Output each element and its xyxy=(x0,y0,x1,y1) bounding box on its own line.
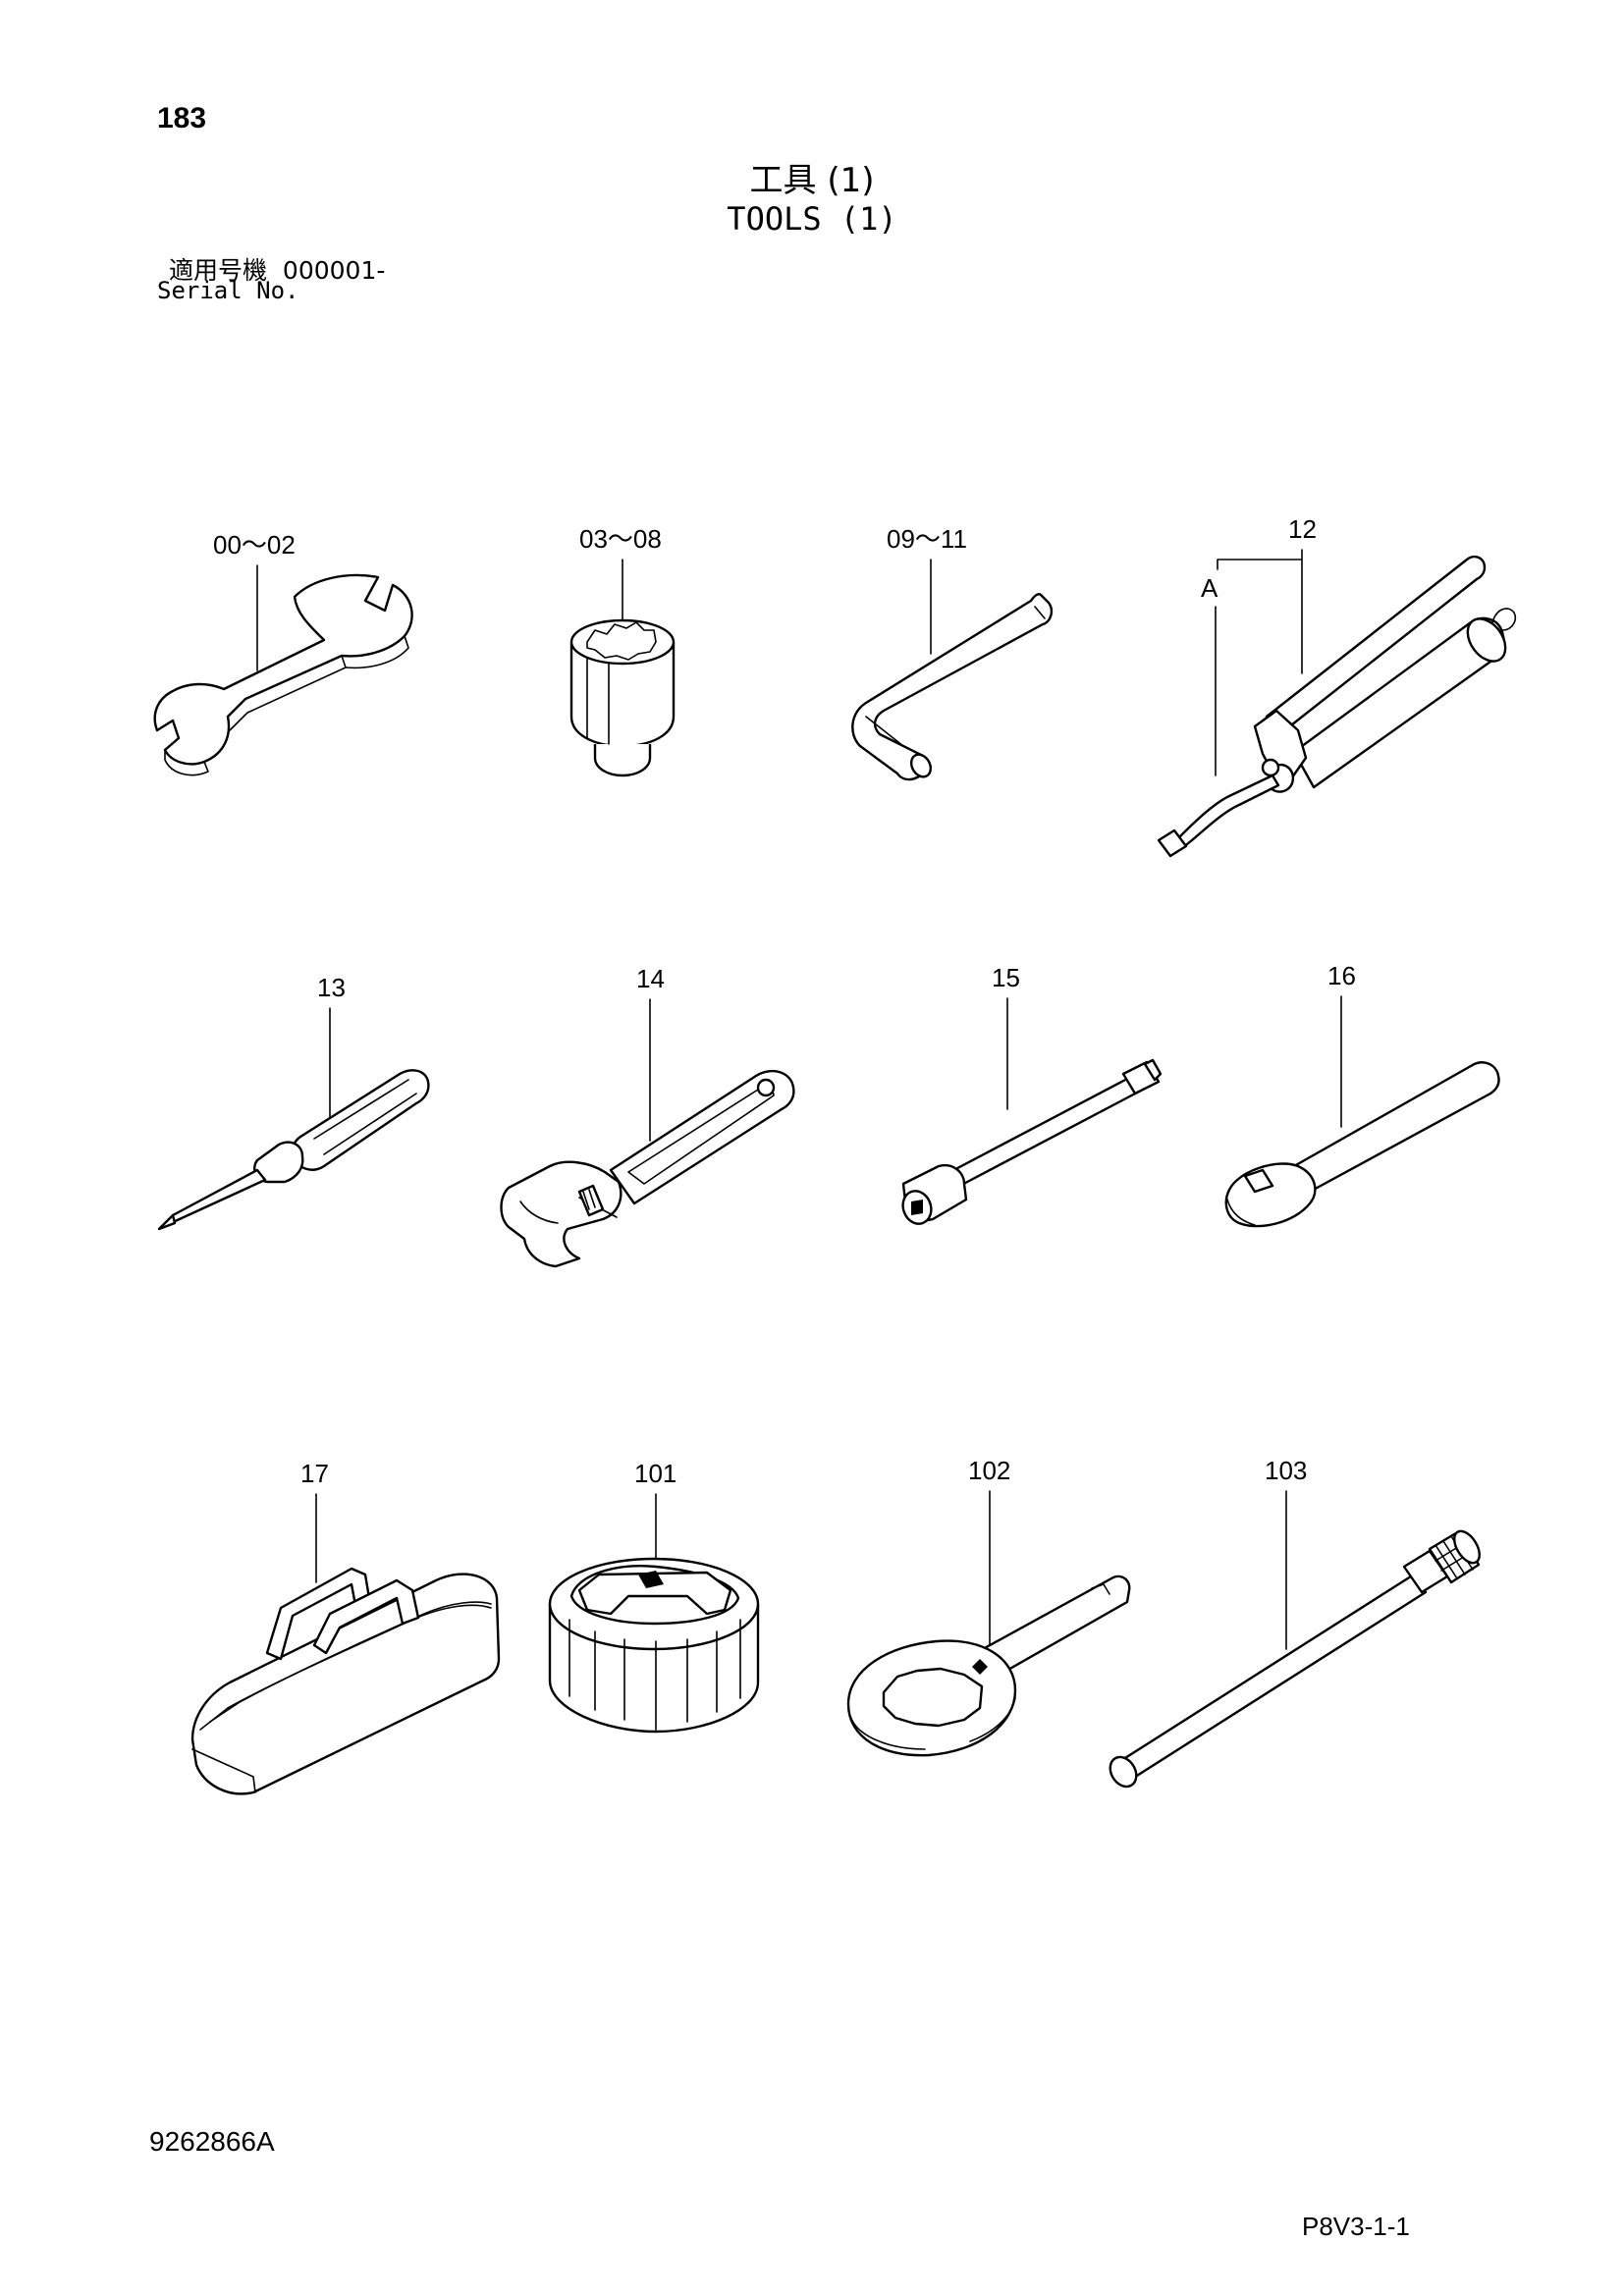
callout-extension-bar: 15 xyxy=(992,963,1020,992)
page-title-english: TOOLS (1) xyxy=(727,200,897,238)
callout-wrench: 00～02 xyxy=(213,530,296,560)
callout-grease-gun: 12 xyxy=(1288,514,1317,544)
socket: 03～08 xyxy=(569,524,676,777)
screwdriver: 13 xyxy=(157,973,430,1231)
callout-ratchet-handle: 16 xyxy=(1327,961,1356,990)
ring-wrench: 102 xyxy=(846,1456,1131,1757)
extension-rod: 103 xyxy=(1109,1456,1481,1789)
adjustable-wrench: 14 xyxy=(500,964,795,1268)
callout-adjustable-wrench: 14 xyxy=(636,964,665,993)
ratchet-handle: 16 xyxy=(1224,961,1500,1228)
callout-extension-rod: 103 xyxy=(1265,1456,1307,1485)
serial-label-japanese: 適用号機 xyxy=(169,256,268,285)
serial-label-english: Serial No. xyxy=(157,277,299,304)
serial-range: 000001- xyxy=(282,256,386,285)
callout-screwdriver: 13 xyxy=(317,973,346,1002)
serial-applicability: 適用号機 000001- xyxy=(169,251,385,287)
page-title-japanese: 工具 (1) xyxy=(749,161,875,200)
tool-bag: 17 xyxy=(190,1459,501,1795)
callout-grease-gun-ref: A xyxy=(1201,573,1218,603)
extension-bar: 15 xyxy=(901,963,1163,1225)
callout-hex-key: 09～11 xyxy=(887,524,967,554)
page-number: 183 xyxy=(157,102,207,134)
document-number: 9262866A xyxy=(149,2126,275,2157)
callout-tool-bag: 17 xyxy=(300,1459,329,1488)
filter-wrench: 101 xyxy=(548,1459,760,1734)
hex-key: 09～11 xyxy=(851,524,1054,781)
grease-gun: 12 A xyxy=(1157,514,1517,858)
callout-filter-wrench: 101 xyxy=(634,1459,677,1488)
callout-socket: 03～08 xyxy=(579,524,662,554)
page-code: P8V3-1-1 xyxy=(1302,2212,1410,2241)
callout-ring-wrench: 102 xyxy=(968,1456,1010,1485)
open-end-wrench: 00～02 xyxy=(153,530,413,776)
